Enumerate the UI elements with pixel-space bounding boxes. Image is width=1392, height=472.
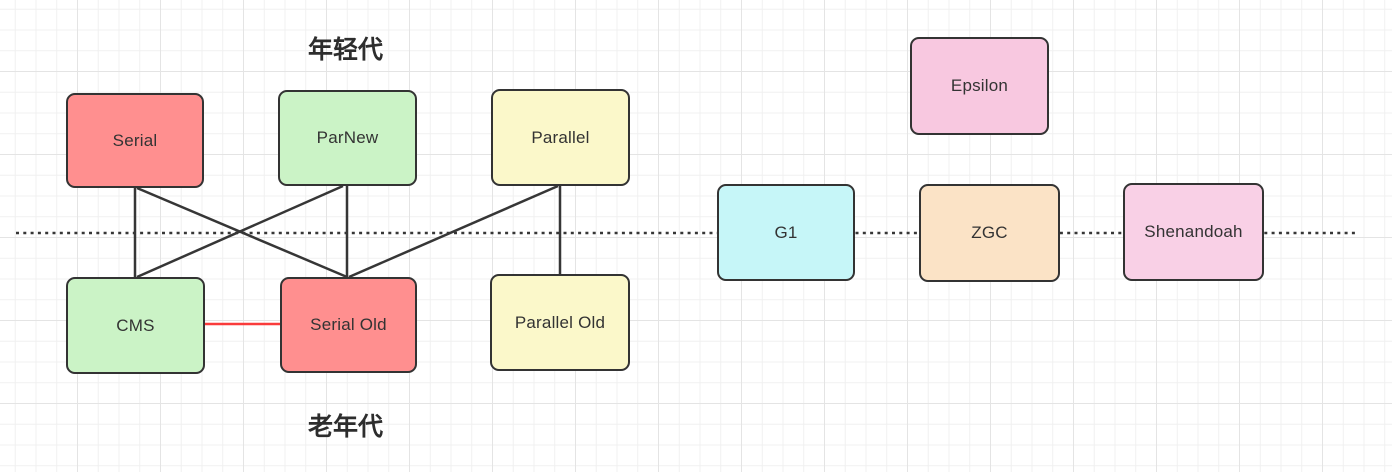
edge-parnew-cms[interactable] (136, 184, 344, 279)
node-parallel-old[interactable]: Parallel Old (490, 274, 630, 371)
node-serial[interactable]: Serial (66, 93, 204, 188)
young-generation-title[interactable]: 年轻代 (308, 36, 384, 64)
node-shenandoah[interactable]: Shenandoah (1123, 183, 1264, 281)
node-parallel[interactable]: Parallel (491, 89, 630, 186)
node-serial-old[interactable]: Serial Old (280, 277, 417, 373)
edge-parallel-serialold[interactable] (348, 184, 559, 279)
node-epsilon[interactable]: Epsilon (910, 37, 1049, 135)
node-g1[interactable]: G1 (717, 184, 855, 281)
node-cms[interactable]: CMS (66, 277, 205, 374)
old-generation-title[interactable]: 老年代 (308, 413, 384, 441)
edge-serial-serialold[interactable] (136, 186, 348, 279)
node-parnew[interactable]: ParNew (278, 90, 417, 186)
node-zgc[interactable]: ZGC (919, 184, 1060, 282)
